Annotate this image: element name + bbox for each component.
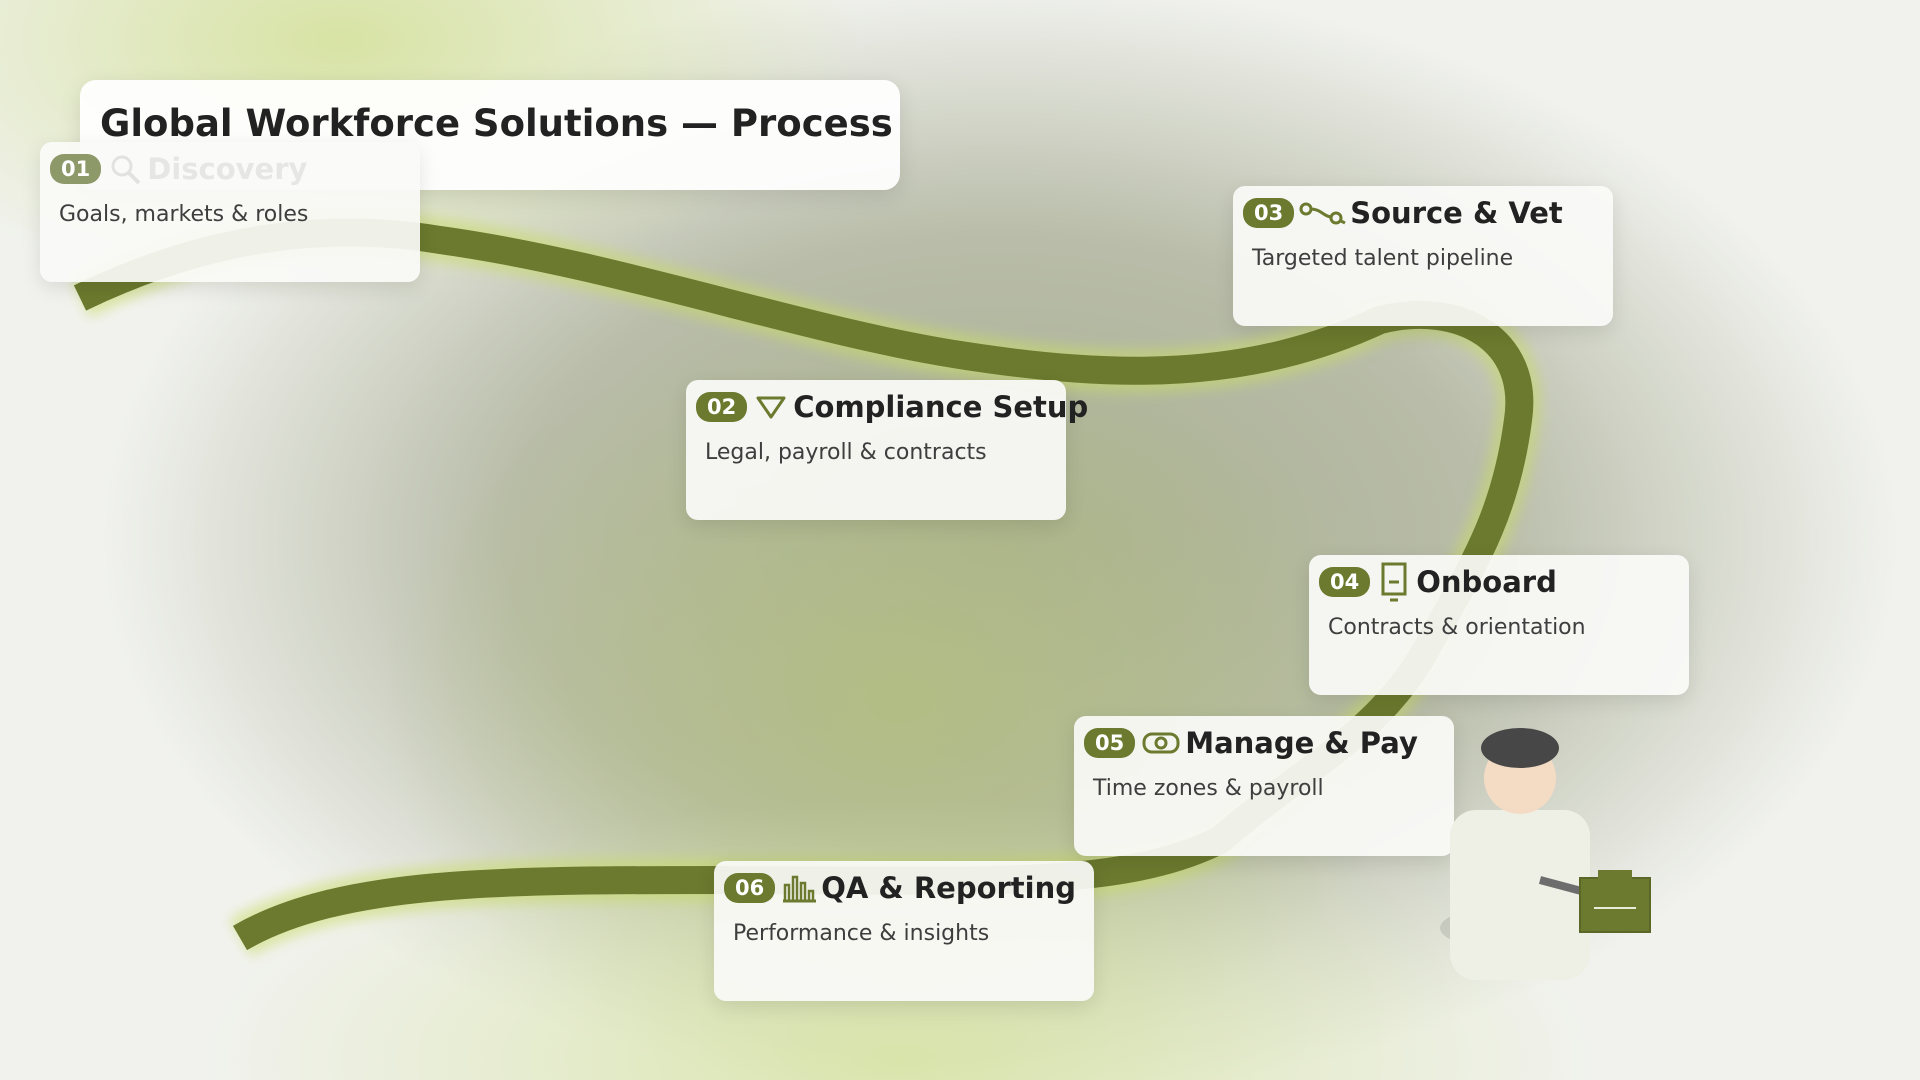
step-number-badge: 05 [1084,728,1136,758]
step-description: Performance & insights [733,921,990,946]
step-number-badge: 06 [724,873,776,903]
step-title: Discovery [147,152,308,186]
person-with-briefcase-illustration [1440,720,1660,990]
step-card-manage-and-pay: 05 Manage & Pay Time zones & payroll [1074,716,1454,856]
step-card-onboard: 04 Onboard Contracts & orientation [1309,555,1689,695]
step-card-compliance-setup: 02 Compliance Setup Legal, payroll & con… [686,380,1088,520]
step-card-discovery: 01 Discovery Goals, markets & roles [40,142,420,282]
step-title: QA & Reporting [821,871,1077,905]
step-number-badge: 02 [696,392,748,422]
step-title: Compliance Setup [793,390,1089,424]
clipboard-icon [1376,562,1412,602]
bar-chart-icon [781,872,817,904]
step-number-badge: 03 [1243,198,1295,228]
step-card-source-and-vet: 03 Source & Vet Targeted talent pipeline [1233,186,1613,326]
money-icon [1141,727,1181,759]
page-title: Global Workforce Solutions — Process [100,102,893,145]
step-description: Time zones & payroll [1093,776,1324,801]
step-description: Contracts & orientation [1328,615,1586,640]
step-description: Goals, markets & roles [59,202,309,227]
step-title: Manage & Pay [1185,726,1418,760]
title-card: Global Workforce Solutions — Process [80,80,900,190]
step-number-badge: 04 [1319,567,1371,597]
step-card-qa-and-reporting: 06 QA & Reporting Performance & insights [714,861,1094,1001]
step-title: Onboard [1416,565,1557,599]
step-description: Targeted talent pipeline [1252,246,1514,271]
step-title: Source & Vet [1350,196,1563,230]
path-nodes-icon [1296,197,1346,229]
search-icon [107,153,143,185]
step-description: Legal, payroll & contracts [705,440,987,465]
step-number-badge: 01 [50,154,102,184]
funnel-icon [753,391,789,423]
